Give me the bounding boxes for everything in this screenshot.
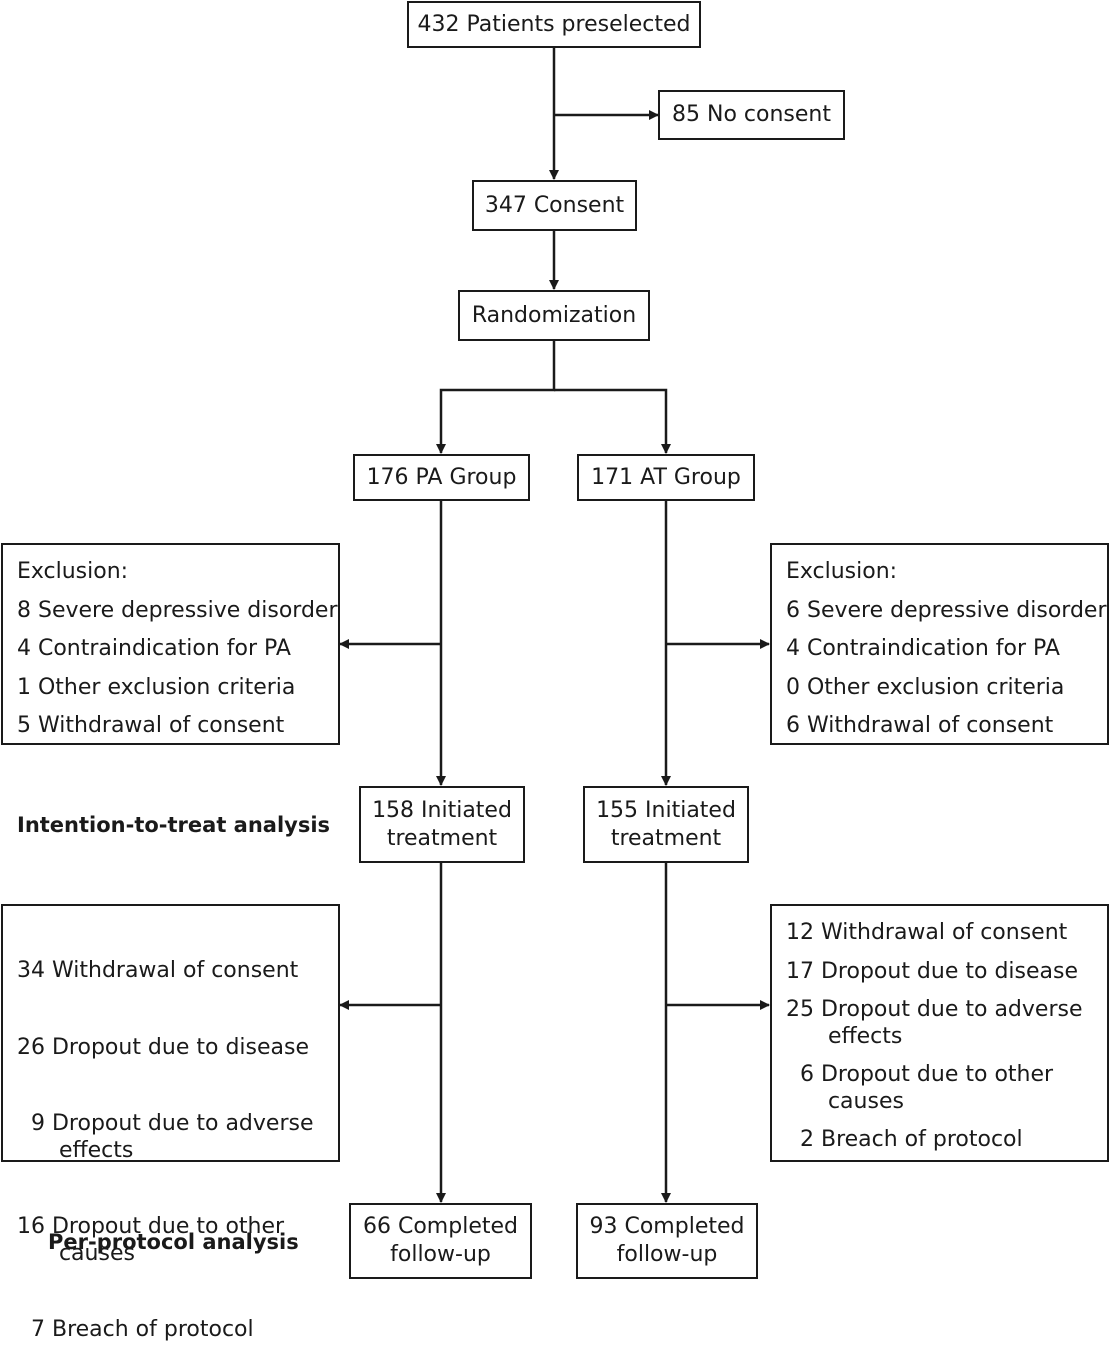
pa-completed-line1: 66 Completed (363, 1214, 518, 1239)
exclusion-right-line: 4 Contraindication for PA (786, 636, 1060, 661)
dropout-right-line: 17 Dropout due to disease (786, 958, 1079, 984)
at-completed-line2: follow-up (616, 1242, 718, 1267)
exclusion-left-line: 8 Severe depressive disorder (17, 597, 338, 623)
itt-label: Intention-to-treat analysis (17, 813, 331, 837)
at-group-text: 171 AT Group (591, 464, 741, 490)
at-group-box: 171 AT Group (577, 454, 755, 501)
at-initiated-line1: 155 Initiated (596, 797, 736, 823)
pa-completed-line2: follow-up (390, 1242, 491, 1267)
at-initiated-line2: treatment (610, 825, 722, 851)
exclusion-right-box: Exclusion: 6 Severe depressive disorder … (770, 543, 1109, 745)
exclusion-left-line: 1 Other exclusion criteria (17, 674, 296, 700)
dropout-left-line: 9 Dropout due to adverse effects (30, 1111, 314, 1163)
dropout-left-box: 34 Withdrawal of consent 26 Dropout due … (1, 904, 340, 1342)
pa-completed-box: 66 Completed follow-up (349, 1203, 532, 1279)
preselected-text: 432 Patients preselected (417, 11, 691, 37)
pa-group-text: 176 PA Group (366, 464, 517, 490)
randomization-box: Randomization (458, 290, 650, 341)
split-line (436, 340, 556, 454)
pa-initiated-line2: treatment (386, 825, 498, 851)
exclusion-left-box: Exclusion: 8 Severe depressive disorder … (1, 543, 340, 745)
connector-lines (339, 47, 770, 1203)
dropout-left-line: 7 Breach of protocol (17, 1317, 254, 1342)
dropout-right-line: 2 Breach of protocol (786, 1127, 1023, 1152)
split-line-right (554, 388, 671, 454)
randomization-text: Randomization (471, 302, 637, 328)
at-initiated-box: 155 Initiated treatment (583, 786, 749, 863)
dropout-left-line: 16 Dropout due to other causes (17, 1214, 285, 1266)
exclusion-left-line: 5 Withdrawal of consent (17, 713, 285, 738)
consent-box: 347 Consent (472, 180, 637, 231)
no-consent-box: 85 No consent (658, 90, 845, 140)
at-completed-line1: 93 Completed (589, 1214, 745, 1239)
no-consent-text: 85 No consent (672, 102, 831, 127)
exclusion-right-line: 6 Withdrawal of consent (786, 713, 1054, 738)
exclusion-right-line: 0 Other exclusion criteria (786, 674, 1065, 700)
dropout-right-line: 12 Withdrawal of consent (786, 920, 1068, 945)
exclusion-right-line: Exclusion: (786, 559, 898, 584)
pa-initiated-box: 158 Initiated treatment (359, 786, 525, 863)
pa-group-box: 176 PA Group (353, 454, 530, 501)
preselected-box: 432 Patients preselected (407, 1, 701, 48)
exclusion-left-line: 4 Contraindication for PA (17, 636, 291, 661)
dropout-right-line: 25 Dropout due to adverse effects (786, 997, 1083, 1049)
pp-label: Per-protocol analysis (48, 1230, 299, 1254)
consent-text: 347 Consent (484, 192, 625, 218)
dropout-left-line: 34 Withdrawal of consent (17, 958, 299, 983)
dropout-right-line: 6 Dropout due to other causes (799, 1062, 1054, 1114)
exclusion-right-line: 6 Severe depressive disorder (786, 597, 1107, 623)
at-completed-box: 93 Completed follow-up (576, 1203, 758, 1279)
pa-initiated-line1: 158 Initiated (372, 797, 512, 823)
dropout-left-line: 26 Dropout due to disease (17, 1034, 310, 1060)
exclusion-left-line: Exclusion: (17, 559, 129, 584)
dropout-right-box: 12 Withdrawal of consent 17 Dropout due … (770, 904, 1109, 1162)
